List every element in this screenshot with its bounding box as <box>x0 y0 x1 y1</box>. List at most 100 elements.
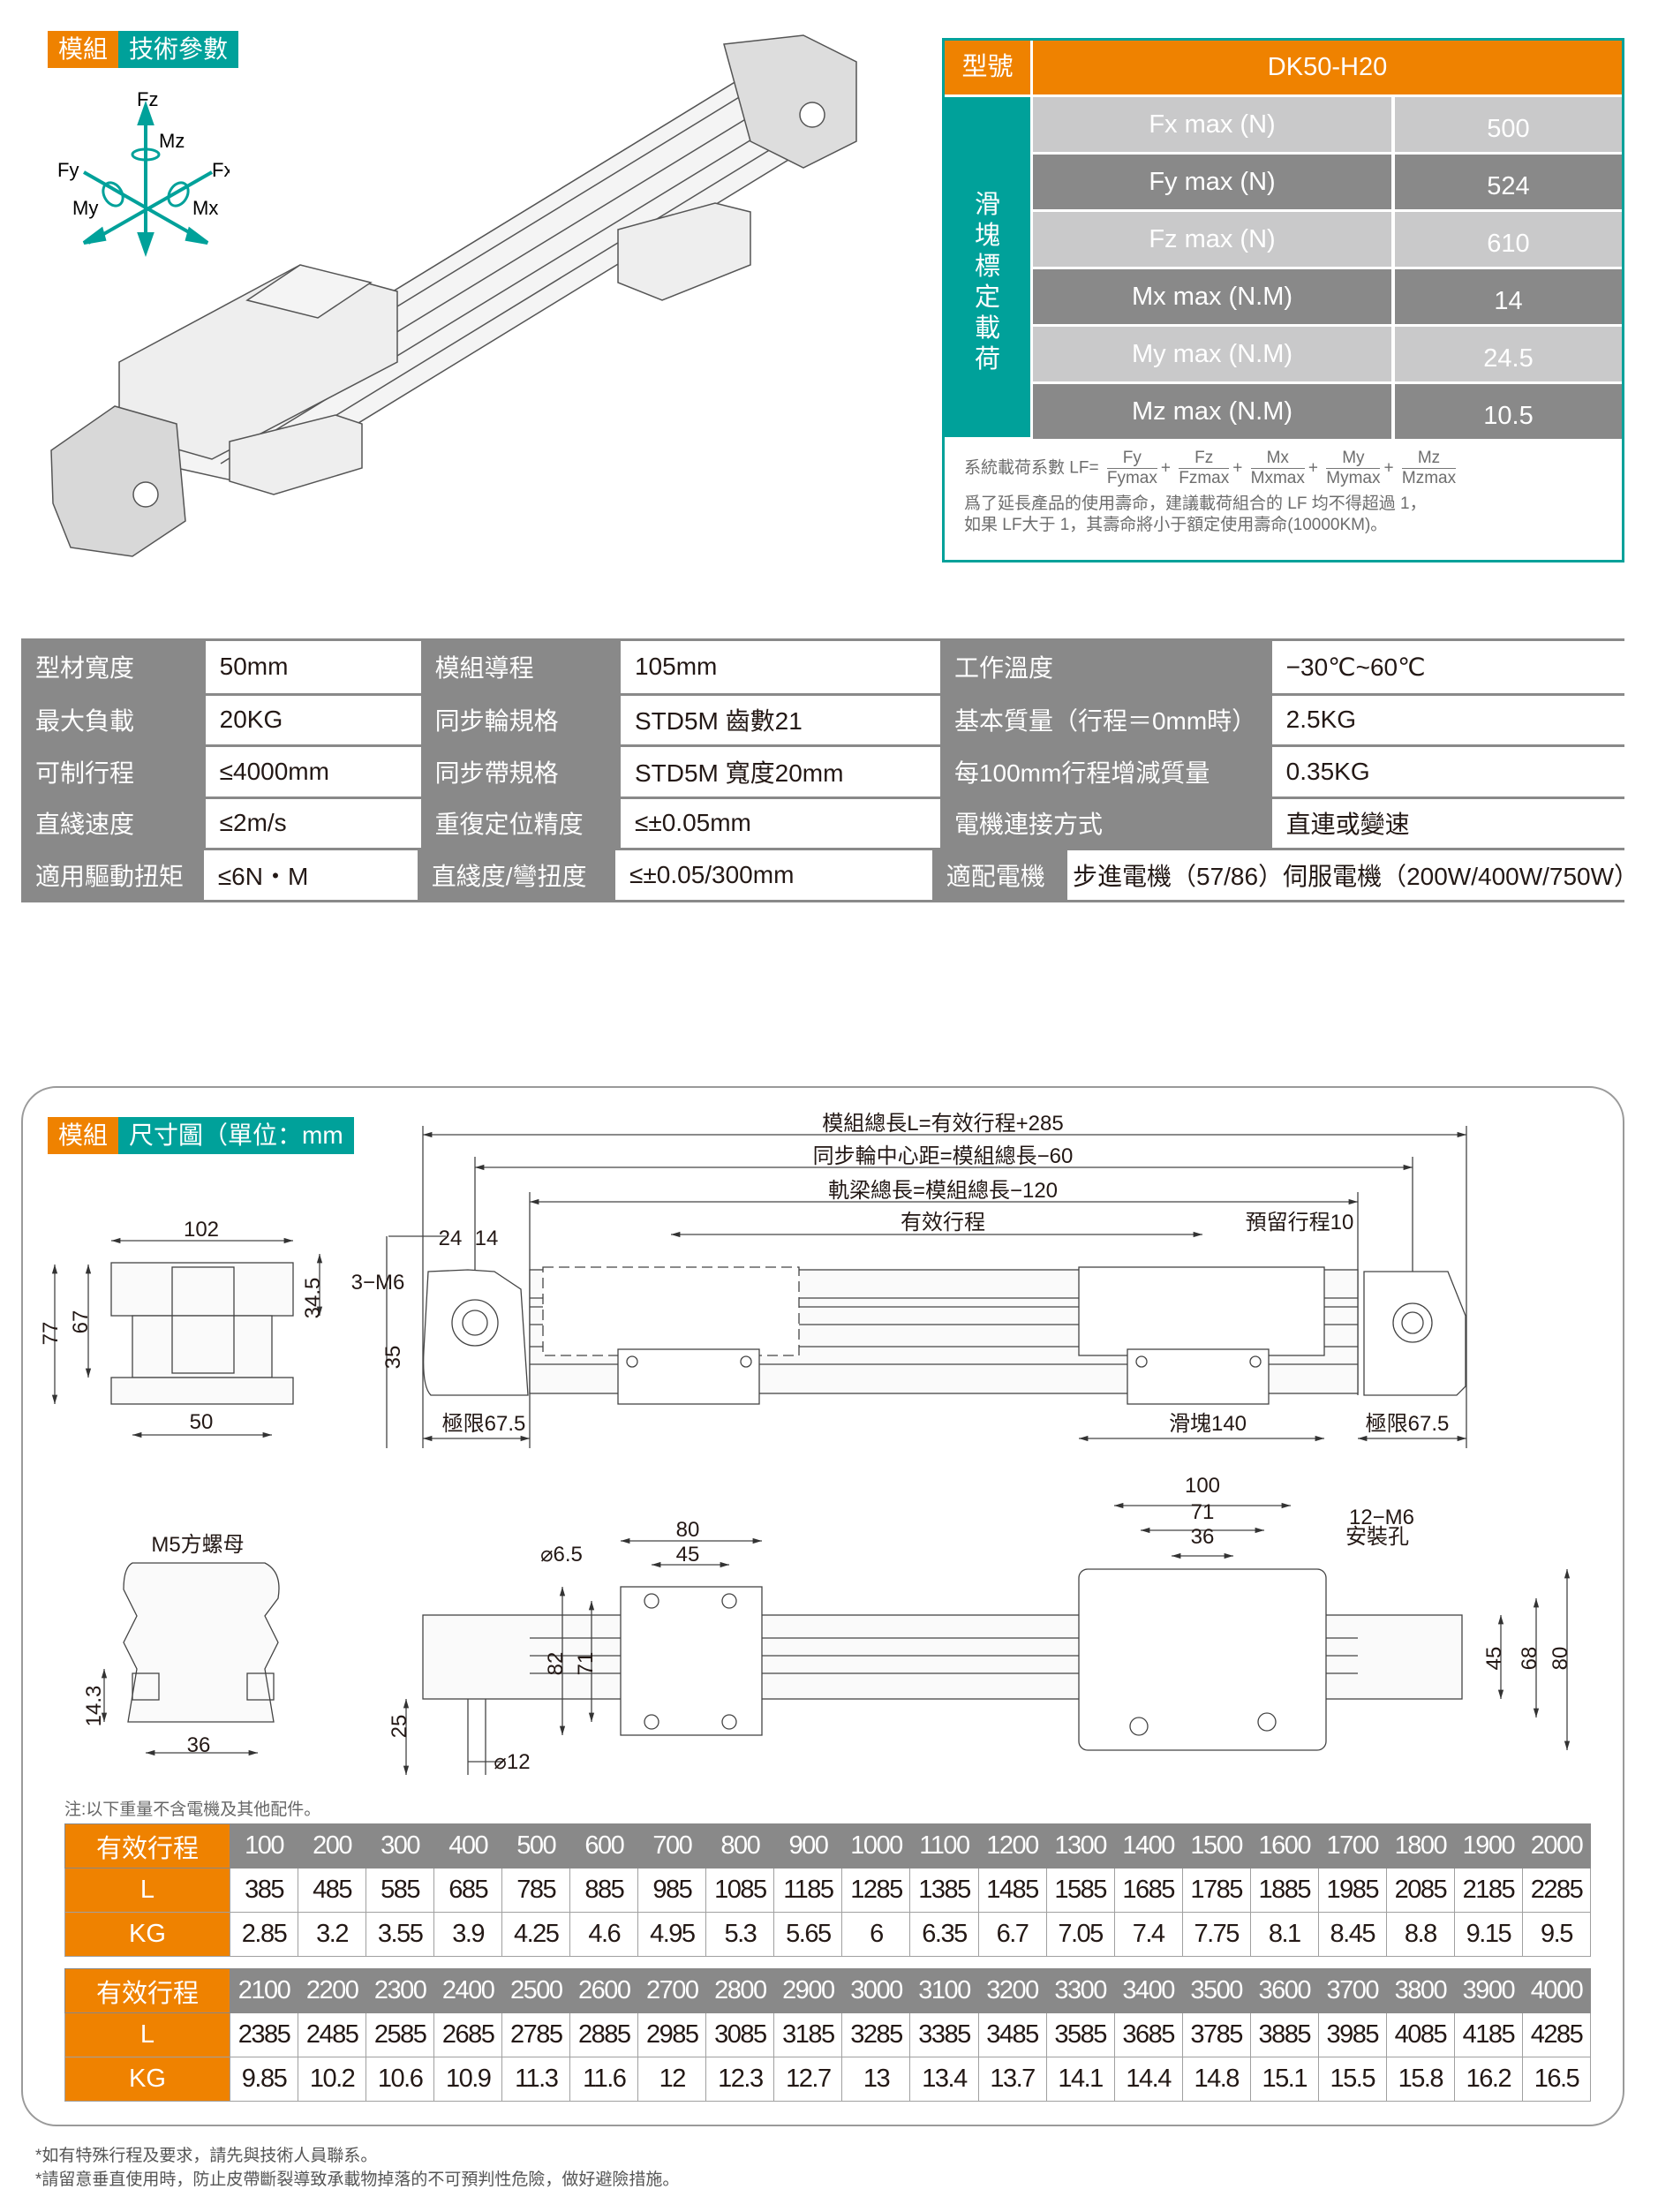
table-cell: 3285 <box>841 2012 911 2057</box>
axis-fx: Fx <box>212 159 230 181</box>
table-cell: 400 <box>433 1823 503 1868</box>
table-cell: 13.4 <box>909 2057 979 2102</box>
badge-title: 尺寸圖（單位：mm <box>118 1117 354 1154</box>
table-cell: 7.4 <box>1113 1912 1183 1957</box>
table-cell: 3185 <box>773 2012 843 2057</box>
load-value: 14 <box>1395 269 1622 324</box>
table-cell: 2900 <box>773 1968 843 2013</box>
load-label: Mz max (N.M) <box>1033 384 1391 439</box>
table-cell: 3685 <box>1113 2012 1183 2057</box>
spec-label: 同步帶規格 <box>420 747 621 796</box>
spec-value: STD5M 寬度20mm <box>620 747 940 796</box>
row-header: 有效行程 <box>64 1968 230 2013</box>
dim-reserve: 預留行程10 <box>1246 1211 1354 1234</box>
table-cell: 1800 <box>1385 1823 1455 1868</box>
table-cell: 13 <box>841 2057 911 2102</box>
dim-14: 14 <box>475 1227 499 1250</box>
dim-stroke: 有效行程 <box>901 1211 985 1234</box>
spec-value: 50mm <box>205 641 421 693</box>
table-cell: 885 <box>569 1868 639 1913</box>
dim-25: 25 <box>388 1715 411 1739</box>
table-cell: 4285 <box>1521 2012 1592 2057</box>
table-cell: 3085 <box>705 2012 775 2057</box>
dim-mount-hole: 安裝孔 <box>1345 1525 1409 1549</box>
table-cell: 685 <box>433 1868 503 1913</box>
spec-label: 直綫速度 <box>21 798 206 848</box>
table-cell: 1500 <box>1181 1823 1251 1868</box>
dimension-panel <box>21 1086 1624 2126</box>
table-cell: 2885 <box>569 2012 639 2057</box>
dim-total-length: 模組總長L=有效行程+285 <box>822 1112 1063 1136</box>
table-cell: 985 <box>637 1868 707 1913</box>
footnote-2: *請留意垂直使用時，防止皮帶斷裂導致承載物掉落的不可預判性危險，做好避險措施。 <box>35 2170 680 2189</box>
table-cell: 4.6 <box>569 1912 639 1957</box>
table-cell: 3.2 <box>298 1912 367 1957</box>
spec-label: 工作溫度 <box>939 641 1272 693</box>
dim-80b: 80 <box>1549 1647 1572 1671</box>
table-cell: 500 <box>501 1823 571 1868</box>
dimension-drawings: 模組總長L=有效行程+285 同步輪中心距=模組總長−60 軌梁總長=模組總長−… <box>39 1112 1572 1775</box>
table-cell: 1185 <box>773 1868 843 1913</box>
dim-35: 35 <box>381 1346 405 1370</box>
load-value: 24.5 <box>1395 327 1622 381</box>
row-header: KG <box>64 2057 230 2102</box>
table-cell: 15.5 <box>1317 2057 1387 2102</box>
load-row-fx: Fx max (N)500 <box>1033 97 1622 152</box>
slider-rated-load-label: 滑 塊 標 定 載 荷 <box>945 97 1030 437</box>
load-row-mz: Mz max (N.M)10.5 <box>1033 384 1622 439</box>
axis-fz: Fz <box>137 88 158 110</box>
row-header: L <box>64 2012 230 2057</box>
product-illustration <box>50 34 857 557</box>
table-cell: 1900 <box>1453 1823 1523 1868</box>
weight-note: 注:以下重量不含電機及其他配件。 <box>64 1801 321 1819</box>
formula-prefix: 系統載荷系數 LF= <box>964 458 1099 478</box>
dim-45: 45 <box>676 1543 700 1567</box>
side-char: 標 <box>974 253 1000 281</box>
table-cell: 3.55 <box>366 1912 435 1957</box>
spec-label: 同步輪規格 <box>420 695 621 744</box>
table-cell: 2685 <box>433 2012 503 2057</box>
spec-value: STD5M 齒數21 <box>620 695 940 744</box>
dim-pulley-distance: 同步輪中心距=模組總長−60 <box>813 1144 1074 1168</box>
dim-24: 24 <box>439 1227 463 1250</box>
table-cell: 3485 <box>977 2012 1047 2057</box>
dim-71b: 71 <box>1191 1500 1215 1524</box>
table-cell: 12.7 <box>773 2057 843 2102</box>
table-cell: 5.3 <box>705 1912 775 1957</box>
dim-82: 82 <box>544 1652 568 1676</box>
table-cell: 900 <box>773 1823 843 1868</box>
table-cell: 2300 <box>366 1968 435 2013</box>
table-cell: 3885 <box>1249 2012 1319 2057</box>
spec-value: 直連或變速 <box>1271 798 1624 848</box>
spec-value: −30℃~60℃ <box>1271 641 1624 693</box>
table-cell: 2800 <box>705 1968 775 2013</box>
table-cell: 200 <box>298 1823 367 1868</box>
table-cell: 1285 <box>841 1868 911 1913</box>
table-cell: 7.75 <box>1181 1912 1251 1957</box>
table-cell: 2085 <box>1385 1868 1455 1913</box>
model-label: 型號 <box>945 41 1030 94</box>
spec-value: 20KG <box>205 695 421 744</box>
table-cell: 3300 <box>1045 1968 1115 2013</box>
table-cell: 1085 <box>705 1868 775 1913</box>
load-label: Fx max (N) <box>1033 97 1391 152</box>
load-row-fy: Fy max (N)524 <box>1033 155 1622 209</box>
table-cell: 4185 <box>1453 2012 1523 2057</box>
load-label: Mx max (N.M) <box>1033 269 1391 324</box>
table-cell: 6 <box>841 1912 911 1957</box>
table-cell: 14.4 <box>1113 2057 1183 2102</box>
table-cell: 10.6 <box>366 2057 435 2102</box>
table-cell: 2200 <box>298 1968 367 2013</box>
dim-45b: 45 <box>1482 1647 1506 1671</box>
table-cell: 3985 <box>1317 2012 1387 2057</box>
table-cell: 3500 <box>1181 1968 1251 2013</box>
table-cell: 2500 <box>501 1968 571 2013</box>
table-cell: 3785 <box>1181 2012 1251 2057</box>
spec-label: 適用驅動扭矩 <box>21 850 204 900</box>
